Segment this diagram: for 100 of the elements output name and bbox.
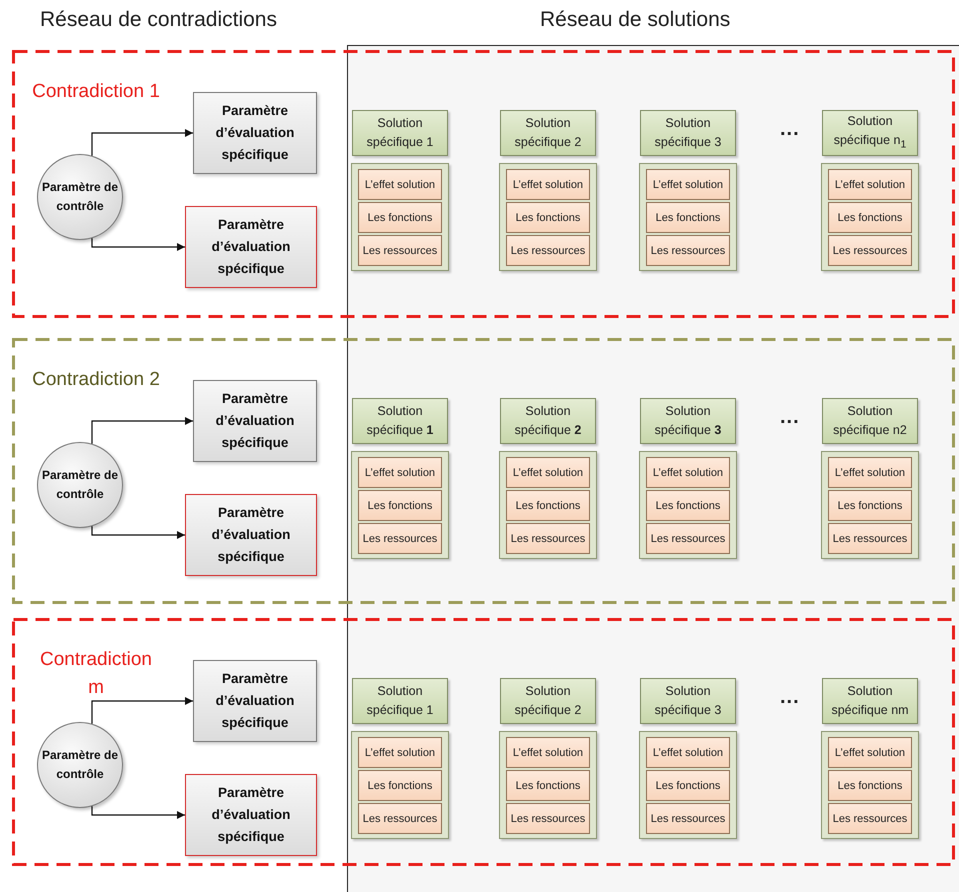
node-text: Les fonctions	[656, 780, 720, 792]
solution-item-box	[646, 169, 730, 200]
node-text: Les fonctions	[368, 212, 432, 224]
solution-stack-box	[351, 163, 449, 271]
node-text: L’effet solution	[364, 746, 436, 758]
node-text: Les ressources	[510, 244, 586, 256]
node-text: Paramètre d’évaluation spécifique	[214, 390, 296, 452]
solution-stack-box	[499, 163, 597, 271]
ellipsis: ...	[780, 406, 800, 429]
solution-stack-box	[639, 451, 737, 559]
node-text: L’effet solution	[652, 466, 724, 478]
node-text: Solution spécifique 1	[366, 115, 434, 151]
node-text: L’effet solution	[652, 746, 724, 758]
solution-item-box	[646, 202, 730, 233]
solution-item-box	[358, 490, 442, 521]
solution-item-box	[828, 803, 912, 834]
node-text: L’effet solution	[834, 746, 906, 758]
node-text: Paramètre d’évaluation spécifique	[214, 670, 296, 732]
contradiction-title: Contradiction 1	[31, 80, 161, 104]
solution-item-box	[506, 202, 590, 233]
node-text: Paramètre d’évaluation spécifique	[210, 216, 292, 278]
solution-item-box	[646, 235, 730, 266]
node-text: Solution spécifique 3	[654, 403, 722, 439]
node-text: Les ressources	[362, 532, 438, 544]
node-text: Les ressources	[650, 244, 726, 256]
node-text: Les fonctions	[838, 500, 902, 512]
solution-stack-box	[639, 731, 737, 839]
solution-item-box	[358, 770, 442, 801]
solution-item-box	[646, 737, 730, 768]
node-text: L’effet solution	[364, 178, 436, 190]
solution-header-box	[822, 110, 918, 156]
solution-item-box	[358, 457, 442, 488]
evaluation-parameter-box	[185, 774, 317, 856]
node-text: Paramètre de contrôle	[40, 467, 120, 503]
node-text: Les fonctions	[656, 212, 720, 224]
evaluation-parameter-box	[185, 206, 317, 288]
node-text: Solution spécifique 2	[514, 403, 582, 439]
node-text: Solution spécifique n2	[832, 403, 908, 439]
node-text: Paramètre d’évaluation spécifique	[214, 102, 296, 164]
node-text: L’effet solution	[834, 178, 906, 190]
node-text: L’effet solution	[834, 466, 906, 478]
node-text: Solution spécifique 2	[514, 115, 582, 151]
column-heading: Réseau de solutions	[540, 8, 730, 32]
solution-header-box	[822, 398, 918, 444]
node-text: Solution spécifique 3	[654, 115, 722, 151]
solution-item-box	[828, 169, 912, 200]
solution-stack-box	[821, 451, 919, 559]
node-text: Les ressources	[510, 532, 586, 544]
solution-item-box	[828, 202, 912, 233]
solution-stack-box	[821, 163, 919, 271]
solution-header-box	[822, 678, 918, 724]
solution-item-box	[506, 737, 590, 768]
node-text: Les ressources	[832, 812, 908, 824]
arrow	[91, 806, 185, 819]
node-text: Les fonctions	[368, 780, 432, 792]
arrow	[91, 526, 185, 539]
solution-item-box	[828, 235, 912, 266]
ellipsis: ...	[780, 118, 800, 141]
node-text: Paramètre de contrôle	[40, 747, 120, 783]
node-text: Les ressources	[362, 812, 438, 824]
node-text: Les ressources	[650, 812, 726, 824]
solution-stack-box	[499, 451, 597, 559]
contradiction-band	[12, 338, 955, 604]
node-text: L’effet solution	[512, 466, 584, 478]
solution-stack-box	[499, 731, 597, 839]
solution-item-box	[358, 737, 442, 768]
solution-item-box	[646, 523, 730, 554]
node-text: Solution spécifique 1	[366, 403, 434, 439]
solution-item-box	[828, 457, 912, 488]
solution-stack-box	[639, 163, 737, 271]
node-text: Les ressources	[832, 244, 908, 256]
solution-item-box	[646, 457, 730, 488]
node-text: Les fonctions	[368, 500, 432, 512]
solution-header-box	[640, 678, 736, 724]
solution-header-box	[500, 398, 596, 444]
node-text: Les fonctions	[838, 212, 902, 224]
node-text: Les ressources	[650, 532, 726, 544]
node-text: L’effet solution	[364, 466, 436, 478]
arrow	[91, 697, 193, 724]
solution-item-box	[358, 803, 442, 834]
arrow	[91, 417, 193, 444]
node-text: Solution spécifique 2	[514, 683, 582, 719]
solution-item-box	[646, 803, 730, 834]
solution-header-box	[352, 398, 448, 444]
node-text: L’effet solution	[652, 178, 724, 190]
solution-item-box	[358, 169, 442, 200]
contradiction-band	[12, 618, 955, 866]
evaluation-parameter-box	[193, 380, 317, 462]
node-text: Les fonctions	[516, 212, 580, 224]
node-text: Les ressources	[362, 244, 438, 256]
contradiction-title: Contradiction 2	[31, 368, 161, 392]
solution-item-box	[358, 235, 442, 266]
evaluation-parameter-box	[193, 92, 317, 174]
contradiction-title: Contradiction m	[39, 648, 153, 700]
node-text: Les ressources	[510, 812, 586, 824]
solution-item-box	[506, 523, 590, 554]
solution-header-box	[500, 678, 596, 724]
node-text: Les fonctions	[838, 780, 902, 792]
solution-item-box	[506, 803, 590, 834]
solution-item-box	[506, 490, 590, 521]
